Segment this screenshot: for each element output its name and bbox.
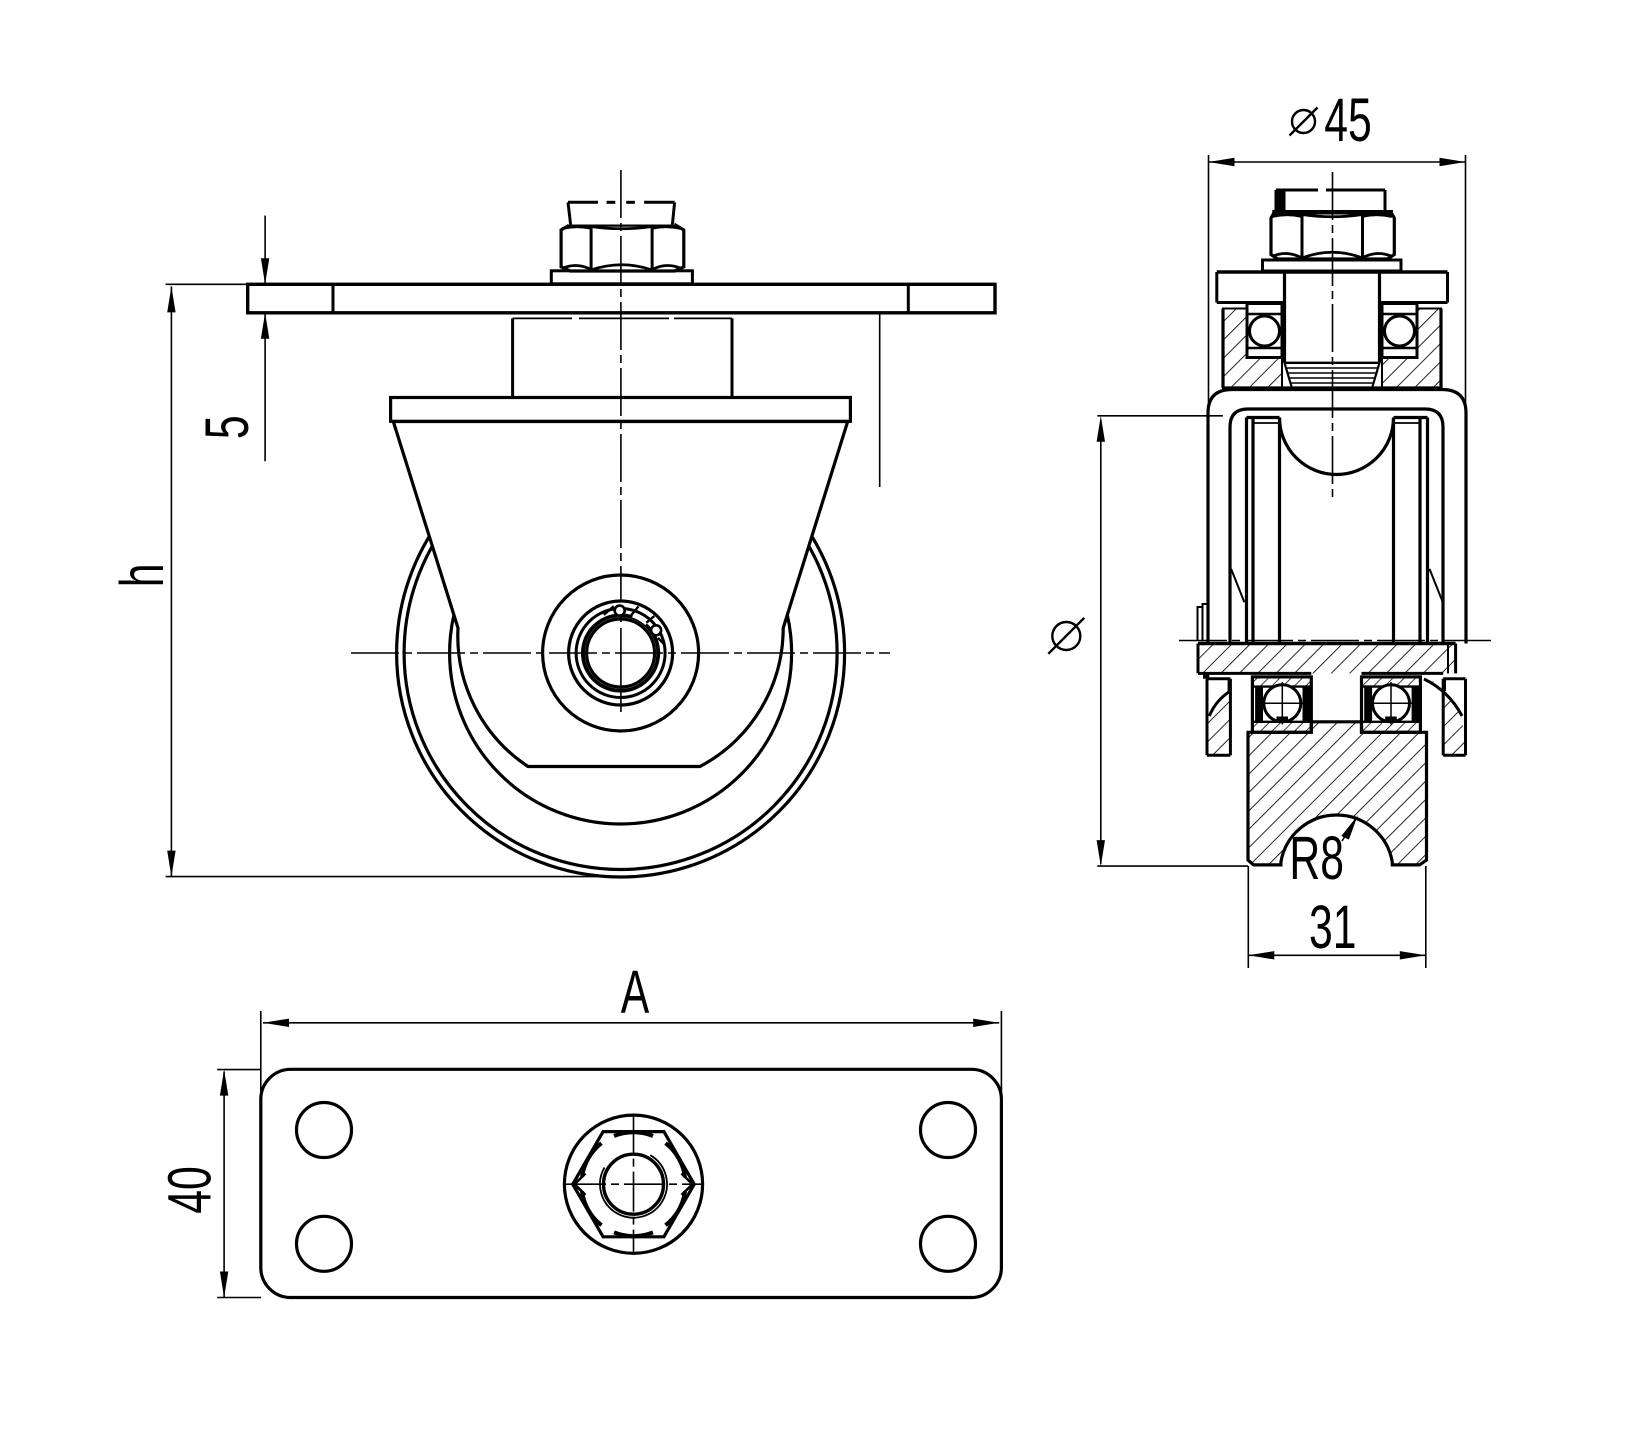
svg-text:45: 45 (1324, 87, 1371, 155)
svg-text:40: 40 (156, 1166, 224, 1213)
svg-text:A: A (621, 959, 650, 1027)
svg-text:R8: R8 (1289, 824, 1344, 892)
svg-text:5: 5 (194, 415, 262, 439)
svg-text:31: 31 (1309, 894, 1356, 962)
svg-text:h: h (109, 564, 177, 588)
